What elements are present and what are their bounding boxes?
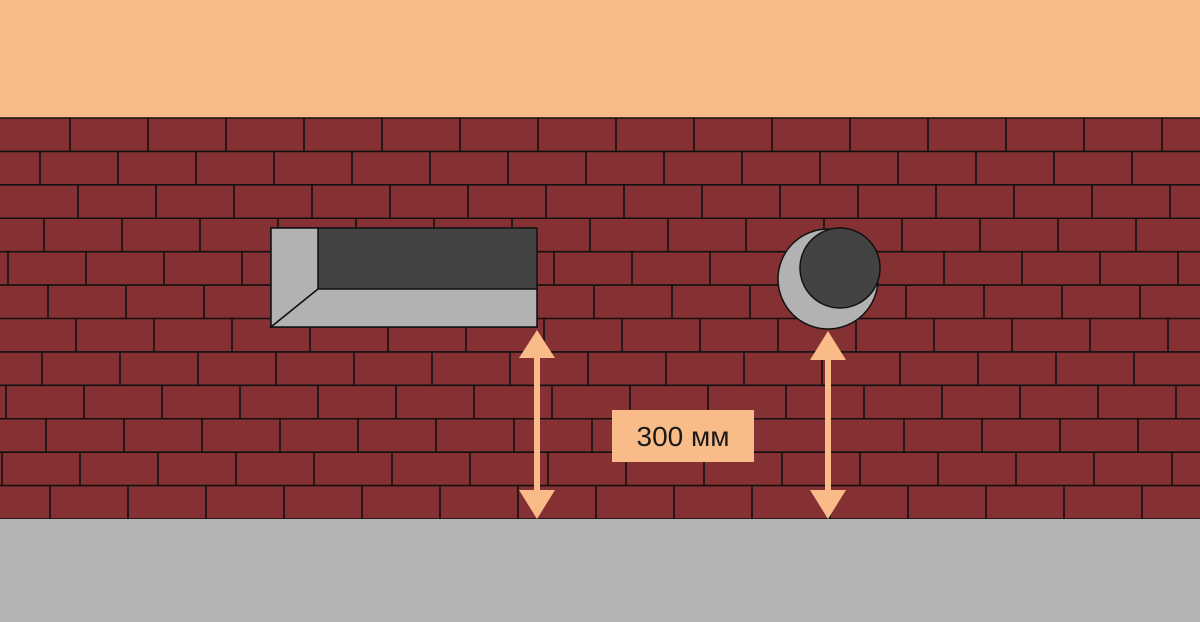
rectangular-vent-bottom-bevel xyxy=(268,288,538,328)
floor xyxy=(0,519,1200,622)
arrow-head-down xyxy=(810,490,846,519)
rectangular-vent xyxy=(268,227,538,329)
brick-joints xyxy=(0,117,1200,520)
arrow-head-up xyxy=(519,330,555,358)
dimension-label-text: 300 мм xyxy=(637,421,730,452)
brick-wall xyxy=(0,117,1200,520)
arrow-head-down xyxy=(519,490,555,519)
dimension-arrow-right xyxy=(810,331,846,519)
arrow-head-up xyxy=(810,331,846,360)
round-vent-opening xyxy=(799,227,881,309)
dimension-arrow-left xyxy=(519,330,555,519)
dimension-label-box xyxy=(612,410,754,462)
round-vent xyxy=(777,227,881,330)
dimension-label: 300 мм xyxy=(612,410,754,462)
sky-background xyxy=(0,0,1200,118)
